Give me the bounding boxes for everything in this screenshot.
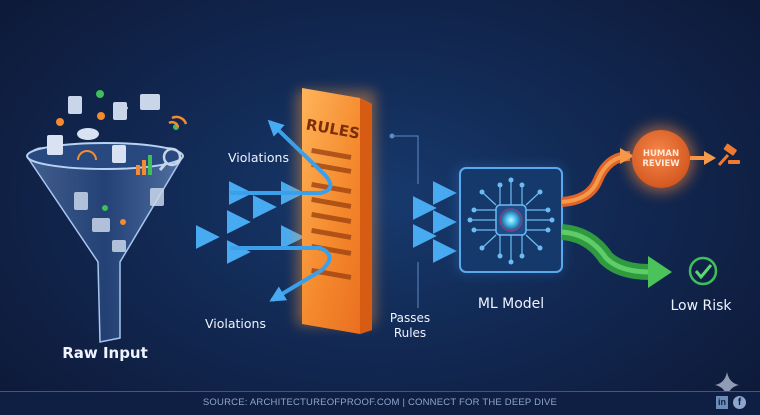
violations-top-label: Violations xyxy=(228,150,289,165)
high-risk-path xyxy=(561,148,716,207)
checkmark-icon xyxy=(688,256,718,286)
low-risk-label: Low Risk xyxy=(670,298,732,314)
human-review-label-line2: REVIEW xyxy=(642,159,680,169)
passes-rules-bracket xyxy=(389,133,419,308)
violation-arrows xyxy=(230,119,333,302)
human-review-label-line1: HUMAN xyxy=(642,149,680,159)
linkedin-icon[interactable]: in xyxy=(716,396,728,409)
violations-bottom-label: Violations xyxy=(205,316,266,331)
passes-rules-label-line1: Passes xyxy=(390,311,430,325)
pass-arrows xyxy=(375,181,457,263)
ml-model-chip-icon xyxy=(456,166,564,274)
footer-source-text: SOURCE: ARCHITECTUREOFPROOF.COM | CONNEC… xyxy=(202,397,558,408)
ml-model-label: ML Model xyxy=(478,296,544,312)
facebook-icon[interactable]: f xyxy=(733,396,746,409)
human-review-node: HUMAN REVIEW xyxy=(632,130,690,188)
rules-wall: RULES xyxy=(296,88,376,334)
footer-bar: SOURCE: ARCHITECTUREOFPROOF.COM | CONNEC… xyxy=(0,391,760,415)
funnel-icon xyxy=(26,90,188,343)
input-flow-arrows xyxy=(150,181,350,264)
sparkle-icon xyxy=(715,372,739,398)
low-risk-path xyxy=(561,224,672,288)
raw-input-label: Raw Input xyxy=(62,344,148,362)
passes-rules-label-line2: Rules xyxy=(394,326,426,340)
gavel-icon xyxy=(717,143,740,167)
